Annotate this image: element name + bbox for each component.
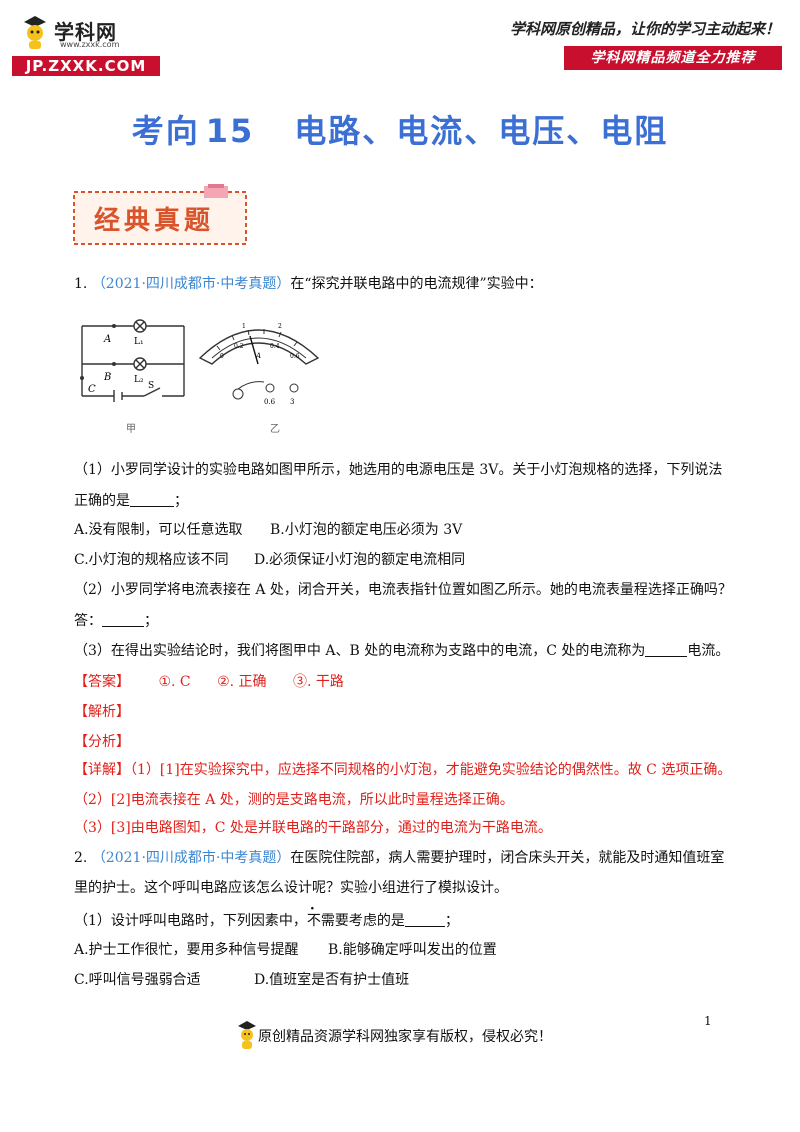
q1-source[interactable]: （2021·四川成都市·中考真题） [91, 276, 291, 292]
detail-label: 【详解】 [74, 762, 130, 778]
q1-part2-line1: （2）小罗同学将电流表接在 A 处，闭合开关，电流表指针位置如图乙所示。她的电流… [74, 582, 732, 598]
q1-stem: 在“探究并联电路中的电流规律”实验中： [290, 276, 543, 292]
logo-name: 学科网 [54, 20, 117, 44]
q1-part2-line2: 答： ； [74, 610, 158, 631]
caption-right: 乙 [270, 423, 280, 435]
label-c: C [88, 384, 96, 395]
q1-number: 1. [74, 276, 88, 292]
q2-stem1: 在医院住院部，病人需要护理时，闭合床头开关，就能及时通知值班室 [290, 850, 725, 866]
label-a: A [103, 334, 111, 345]
q2-emphasis: 不需要 [307, 913, 349, 929]
answer-3: ③. 干路 [292, 674, 344, 690]
q1-part1-line2: 正确的是 ； [74, 490, 188, 511]
q1-part2-text: 答： [74, 613, 102, 629]
q2-part1-blank[interactable] [404, 910, 445, 927]
fenxi-label: 【分析】 [74, 734, 130, 750]
section-banner: 经典真题 [72, 184, 252, 248]
q2-option-c: C.呼叫信号强弱合适 [74, 972, 201, 988]
q1-part3-end: 电流。 [687, 643, 730, 659]
meter-tick-1: 0.2 [234, 343, 244, 350]
q2-part1-text: （1）设计呼叫电路时，下列因素中， [74, 913, 307, 929]
q2-option-a: A.护士工作很忙，要用多种信号提醒 [74, 942, 299, 958]
detail-1: （1）[1]在实验探究中，应选择不同规格的小灯泡，才能避免实验结论的偶然性。故 … [130, 762, 732, 778]
q1-option-c: C.小灯泡的规格应该不同 [74, 552, 229, 568]
detail-line-3: （3）[3]由电路图知，C 处是并联电路的干路部分，通过的电流为干路电流。 [74, 820, 552, 836]
q1-option-d: D.必须保证小灯泡的额定电流相同 [254, 552, 466, 568]
detail-line-2: （2）[2]电流表接在 A 处，测的是支路电流，所以此时量程选择正确。 [74, 792, 514, 808]
meter-tick-3: 0.6 [290, 353, 300, 360]
meter-unit: A [255, 352, 261, 360]
circuit-diagram: A B C L₁ L₂ S 甲 0 0.2 0.4 0.6 1 2 A [80, 319, 320, 435]
footer-mascot-icon [238, 1021, 256, 1049]
label-l2: L₂ [134, 375, 144, 385]
caption-left: 甲 [126, 424, 136, 435]
title-prefix: 考向 [131, 112, 200, 150]
footer-copyright: 原创精品资源学科网独家享有版权，侵权必究！ [258, 1029, 552, 1045]
terminal-06: 0.6 [264, 398, 276, 406]
header-slogan: 学科网原创精品，让你的学习主动起来！ [509, 20, 780, 38]
q1-part3-text: （3）在得出实验结论时，我们将图甲中 A、B 处的电流称为支路中的电流，C 处的… [74, 643, 646, 659]
title-number: 15 [205, 112, 255, 150]
analysis-label: 【解析】 [74, 704, 130, 720]
label-l1: L₁ [134, 337, 144, 347]
q1-stem-line: 1. （2021·四川成都市·中考真题）在“探究并联电路中的电流规律”实验中： [74, 274, 543, 294]
q2-stem-line1: 2. （2021·四川成都市·中考真题）在医院住院部，病人需要护理时，闭合床头开… [74, 848, 724, 868]
q1-part1-line1: （1）小罗同学设计的实验电路如图甲所示，她选用的电源电压是 3V。关于小灯泡规格… [74, 462, 723, 478]
meter-tick-2: 0.4 [270, 343, 280, 350]
q1-part3: （3）在得出实验结论时，我们将图甲中 A、B 处的电流称为支路中的电流，C 处的… [74, 640, 729, 661]
q2-option-b: B.能够确定呼叫发出的位置 [328, 942, 497, 958]
label-b: B [103, 372, 111, 383]
answer-2: ②. 正确 [217, 674, 267, 690]
q1-part2-end: ； [144, 613, 158, 629]
terminal-3: 3 [290, 398, 294, 406]
q1-part1-end: ； [174, 493, 188, 509]
q2-stem-line2: 里的护士。这个呼叫电路应该怎么设计呢？实验小组进行了模拟设计。 [74, 880, 508, 896]
q2-option-d: D.值班室是否有护士值班 [254, 972, 410, 988]
q1-answer: 【答案】 ①. C ②. 正确 ③. 干路 [74, 672, 344, 692]
q2-part1-text2: 考虑的是 [348, 913, 405, 929]
banner-frame [73, 184, 247, 245]
q1-part1-text: 正确的是 [74, 493, 130, 509]
q1-option-a: A.没有限制，可以任意选取 [74, 522, 243, 538]
meter-top-1: 1 [242, 323, 246, 330]
page-number: 1 [704, 1014, 712, 1028]
q2-part1-end: ； [444, 913, 459, 929]
q1-part3-blank[interactable] [645, 640, 688, 657]
detail-line-1: 【详解】（1）[1]在实验探究中，应选择不同规格的小灯泡，才能避免实验结论的偶然… [74, 760, 731, 780]
q1-part2-blank[interactable] [102, 610, 144, 627]
q1-figure: A B C L₁ L₂ S 甲 0 0.2 0.4 0.6 1 2 A [74, 308, 374, 440]
answer-1: ①. C [158, 674, 191, 690]
label-s: S [148, 381, 154, 391]
ammeter: 0 0.2 0.4 0.6 1 2 A 0.6 3 乙 [198, 323, 320, 435]
meter-tick-0: 0 [220, 353, 224, 360]
q1-option-b: B.小灯泡的额定电压必须为 3V [270, 522, 463, 538]
q2-source[interactable]: （2021·四川成都市·中考真题） [91, 850, 291, 866]
site-logo[interactable]: 学科网 www.zxxk.com JP.ZXXK.COM [12, 12, 160, 76]
title-topic: 电路、电流、电压、电阻 [294, 112, 669, 150]
q1-part1-blank[interactable] [130, 490, 174, 507]
answer-label: 【答案】 [74, 674, 130, 690]
q2-part1: （1）设计呼叫电路时，下列因素中，不需要考虑的是 ； [74, 910, 459, 931]
banner-text: 经典真题 [94, 206, 215, 236]
q2-number: 2. [74, 850, 88, 866]
channel-badge: 学科网精品频道全力推荐 [564, 46, 782, 70]
logo-small-url: www.zxxk.com [60, 40, 120, 49]
mascot-icon [24, 16, 46, 49]
logo-domain: JP.ZXXK.COM [12, 56, 160, 76]
meter-top-2: 2 [278, 323, 282, 330]
